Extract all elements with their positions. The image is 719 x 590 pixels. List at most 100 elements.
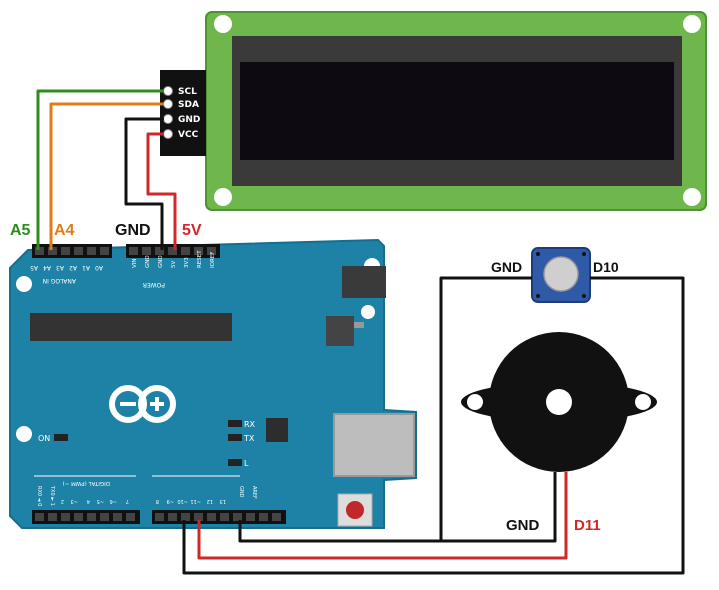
digital-pin-label: TX0 ► 1 <box>49 485 55 506</box>
label-5v: 5V <box>182 222 202 239</box>
usb-jack <box>333 413 415 477</box>
power-pin-label: GND <box>145 255 151 268</box>
lcd-pin-label: VCC <box>178 130 199 140</box>
header-pin <box>87 513 96 521</box>
digital-header-label: DIGITAL (PWM ~) <box>63 480 110 486</box>
label-a5: A5 <box>10 222 31 239</box>
digital-pin-label: ~5 <box>97 498 104 504</box>
wires <box>36 89 685 575</box>
tx-led <box>228 434 242 441</box>
analog-pin-label: A0 <box>95 264 103 271</box>
power-pin-label: IOREF <box>210 252 216 268</box>
header-pin <box>259 513 268 521</box>
digital-pin-label: 12 <box>207 498 213 504</box>
header-pin <box>155 513 164 521</box>
header-pin <box>35 513 44 521</box>
header-pin <box>142 247 151 255</box>
push-button-corner <box>582 252 586 256</box>
arduino-pcb <box>9 238 417 529</box>
digital-pin-label: 8 <box>156 498 159 504</box>
push-button-cap[interactable] <box>543 256 579 292</box>
header-pin <box>35 247 44 255</box>
power-pin-label: VIN <box>132 259 138 269</box>
header-pin <box>113 513 122 521</box>
header-pin <box>272 513 281 521</box>
header-pin <box>74 247 83 255</box>
voltage-regulator <box>342 266 386 298</box>
on-label: ON <box>38 434 50 443</box>
header-pin <box>129 247 138 255</box>
lcd-pin-label: SCL <box>178 87 197 97</box>
digital-pin-label: ~9 <box>167 498 174 504</box>
power-header-label: POWER <box>143 281 165 288</box>
header-pin <box>100 513 109 521</box>
digital-pin-label: ~11 <box>190 498 201 504</box>
regulator-small <box>326 316 354 346</box>
board-mount-hole <box>16 426 32 442</box>
l-led <box>228 459 242 466</box>
lcd-pin-label: GND <box>178 115 200 125</box>
buzzer <box>461 332 657 472</box>
header-pin <box>168 513 177 521</box>
smd-component <box>354 322 364 328</box>
power-pin-label: 5V <box>171 261 177 268</box>
push-button-corner <box>536 294 540 298</box>
rx-label: RX <box>244 420 256 429</box>
digital-pin-label: ~6 <box>110 498 117 504</box>
pin-scl <box>163 86 173 96</box>
digital-pin-label: 2 <box>61 498 64 504</box>
lcd-pin-label: SDA <box>178 100 199 110</box>
header-pin <box>168 247 177 255</box>
digital-pin-label: GND <box>238 486 244 498</box>
label-buzzer-d11: D11 <box>574 517 601 534</box>
push-button-corner <box>582 294 586 298</box>
analog-header-label: ANALOG IN <box>43 277 76 284</box>
usb-chip <box>266 418 288 442</box>
digital-pin-label: 13 <box>220 498 226 504</box>
label-button-d10: D10 <box>593 259 619 275</box>
lcd-screen <box>240 62 674 160</box>
header-pin <box>126 513 135 521</box>
lcd-mount-hole <box>683 188 701 206</box>
on-led <box>54 434 68 441</box>
label-buzzer-gnd: GND <box>506 517 540 534</box>
digital-pin-label: RX0 ◄ 0 <box>36 486 42 506</box>
header-pin <box>48 247 57 255</box>
buzzer-mount-hole <box>635 394 651 410</box>
wire-sda-a4 <box>49 102 164 250</box>
label-button-gnd: GND <box>491 259 522 275</box>
digital-pin-label: ~3 <box>71 498 78 504</box>
wire-vcc-5v <box>146 132 177 250</box>
arduino-board: A5 A4 A3 A2 A1 A0 ANALOG IN VIN GND GND … <box>9 238 417 529</box>
analog-pin-label: A3 <box>56 264 64 271</box>
header-pin <box>207 513 216 521</box>
header-pin <box>194 513 203 521</box>
header-pin <box>207 247 216 255</box>
buzzer-mount-hole <box>467 394 483 410</box>
wire-button-d10 <box>182 276 685 575</box>
atmega-chip <box>30 313 232 341</box>
lcd-mount-hole <box>214 15 232 33</box>
power-pin-label: 3V3 <box>184 257 190 268</box>
push-button-module[interactable] <box>531 247 591 303</box>
label-gnd-top: GND <box>115 222 151 239</box>
header-pin <box>61 247 70 255</box>
analog-pin-label: A5 <box>30 264 38 271</box>
i2c-header <box>160 70 206 156</box>
l-label: L <box>244 459 249 468</box>
rx-led <box>228 420 242 427</box>
wire-buzzer-gnd <box>441 472 557 543</box>
lcd-module <box>205 11 707 211</box>
pin-gnd <box>163 114 173 124</box>
i2c-backpack: SCL SDA GND VCC <box>160 70 206 156</box>
header-pin <box>87 247 96 255</box>
digital-pin-label: ~10 <box>177 498 188 504</box>
analog-pin-label: A2 <box>69 264 77 271</box>
push-button-corner <box>536 252 540 256</box>
reset-button-cap[interactable] <box>346 501 364 519</box>
header-pin <box>74 513 83 521</box>
power-pin-label: GND <box>158 255 164 268</box>
digital-pin-label: 4 <box>87 498 90 504</box>
wire-scl-a5 <box>36 89 164 250</box>
